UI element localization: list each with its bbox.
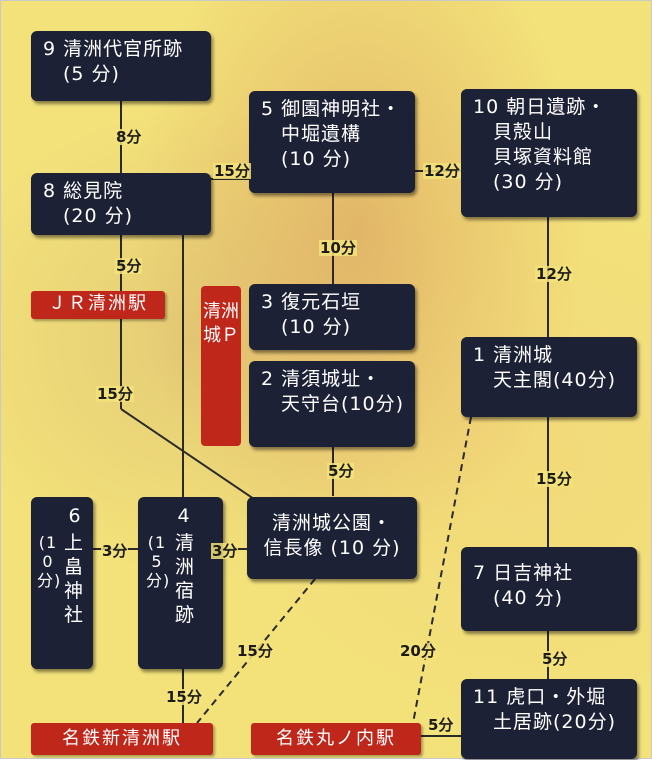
time-8-5: 15分 xyxy=(213,162,251,180)
time-5-3: 10分 xyxy=(319,239,357,257)
spot-6-kamihata-jinja: 6 (10分) 上畠神社 xyxy=(31,497,93,669)
time-5-10: 12分 xyxy=(423,162,461,180)
spot-4-number: 4 xyxy=(177,505,191,527)
time-4-park: 3分 xyxy=(211,542,239,560)
spot-3-fukugen-ishigaki: 3 復元石垣 (10 分) xyxy=(249,284,415,350)
route-1-maru xyxy=(412,416,472,724)
spot-9-kiyosu-daikansho: 9 清洲代官所跡 (5 分) xyxy=(31,31,211,101)
station-meitetsu-marunouchi: 名鉄丸ノ内駅 xyxy=(251,723,421,755)
time-7-11: 5分 xyxy=(541,650,569,668)
time-4-shin: 15分 xyxy=(165,688,203,706)
time-9-8: 8分 xyxy=(115,128,143,146)
station-jr-kiyosu: ＪＲ清洲駅 xyxy=(31,291,165,319)
time-2-park: 5分 xyxy=(327,462,355,480)
spot-5-misono-shinmeisha: 5 御園神明社・ 中堀遺構 (10 分) xyxy=(249,91,415,193)
time-8-jr: 5分 xyxy=(115,257,143,275)
spot-7-hiyoshi-jinja: 7 日吉神社 (40 分) xyxy=(461,547,637,631)
spot-6-time: (10分) xyxy=(37,533,62,590)
spot-10-asahi-iseki: 10 朝日遺跡・ 貝殻山 貝塚資料館 (30 分) xyxy=(461,89,637,217)
spot-1-kiyosu-castle: 1 清洲城 天主閣(40分) xyxy=(461,337,637,417)
route-jr-park xyxy=(120,408,258,502)
spot-4-kiyosu-shuku: 4 (15分) 清洲宿跡 xyxy=(138,497,223,669)
time-maru-11: 5分 xyxy=(427,716,455,734)
time-jr-park: 15分 xyxy=(96,385,134,403)
spot-8-sokenin: 8 総見院 (20 分) xyxy=(31,173,211,235)
time-1-7: 15分 xyxy=(535,470,573,488)
time-6-4: 3分 xyxy=(101,542,129,560)
spot-6-name: 上畠神社 xyxy=(63,532,84,626)
spot-4-time: (15分) xyxy=(146,533,171,590)
spot-4-name: 清洲宿跡 xyxy=(174,532,195,626)
station-meitetsu-shin-kiyosu: 名鉄新清洲駅 xyxy=(31,723,213,755)
spot-11-koguchi-sotobori: 11 虎口・外堀 土居跡(20分) xyxy=(461,679,637,759)
kiyosu-castle-parking: 清洲城Ｐ xyxy=(201,286,241,446)
time-1-maru: 20分 xyxy=(399,642,437,660)
time-park-shin: 15分 xyxy=(236,642,274,660)
spot-castle-park-nobunaga: 清洲城公園・ 信長像 (10 分) xyxy=(247,497,417,579)
time-10-1: 12分 xyxy=(535,265,573,283)
spot-6-number: 6 xyxy=(68,505,82,527)
spot-2-kiyosu-joshi: 2 清須城址・ 天守台(10分) xyxy=(249,361,415,447)
